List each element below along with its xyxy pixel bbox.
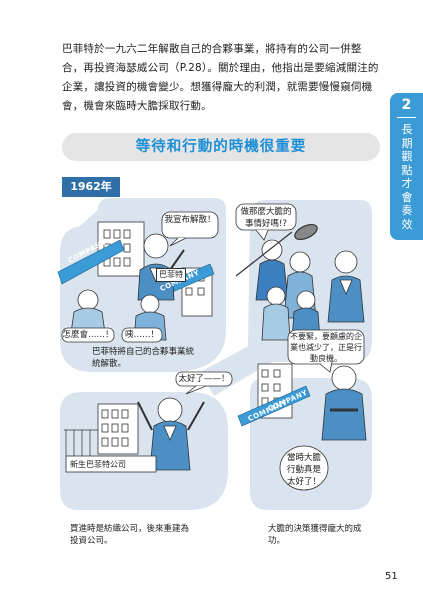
speech-declare: 我宣布解散！ — [164, 215, 216, 225]
factory-building — [97, 403, 139, 455]
chapter-tab-divider — [397, 117, 416, 118]
buffett-figure-tr — [327, 250, 365, 323]
intro-paragraph: 巴菲特於一九六二年解散自己的合夥事業，將持有的公司一併整合，再投資海瑟威公司（P… — [62, 43, 379, 112]
speech-buffett-tr: 不要緊，要顧慮的企業也減少了，正是行動良機。 — [290, 332, 362, 363]
chapter-tab: 2 長期觀點才會奏效 — [390, 93, 423, 240]
chapter-title: 長期觀點才會奏效 — [401, 123, 413, 231]
microphone-boom — [235, 223, 318, 277]
chapter-number: 2 — [401, 97, 412, 113]
caption-top-left: 巴菲特將自己的合夥事業統統解散。 — [92, 347, 195, 369]
speech-great: 太好了——！ — [178, 374, 230, 384]
building-label-bl: 新生巴菲特公司 — [70, 460, 126, 469]
fence — [64, 429, 98, 456]
bubble-why — [61, 327, 115, 343]
buffett-name-tag: 巴菲特 — [156, 268, 186, 282]
panel-bottom-left-bg — [60, 392, 228, 510]
bubble-declare — [161, 211, 219, 239]
speech-huh: 咦……！ — [124, 330, 159, 340]
page-number: 51 — [385, 571, 398, 582]
speech-why: 怎麼會……！ — [62, 330, 114, 340]
year-tag: 1962年 — [62, 177, 120, 197]
buffett-figure-br — [321, 365, 367, 441]
speech-thought: 當時大膽行動真是太好了！ — [286, 453, 321, 487]
speech-reporter: 做那麼大膽的事情好嗎!? — [240, 207, 292, 229]
company-sign-br — [237, 385, 311, 427]
nameplate-bl — [65, 455, 157, 473]
company-sign-left — [57, 239, 125, 285]
section-title-banner: 等待和行動的時機很重要 — [62, 133, 380, 161]
caption-bottom-right: 大膽的決策獲得龐大的成功。 — [268, 524, 362, 546]
buffett-figure-bl — [137, 397, 205, 471]
caption-bottom-left: 買進時是紡織公司，後來重建為投資公司。 — [70, 524, 190, 546]
bubble-thought — [279, 445, 329, 491]
bubble-huh — [121, 327, 163, 343]
